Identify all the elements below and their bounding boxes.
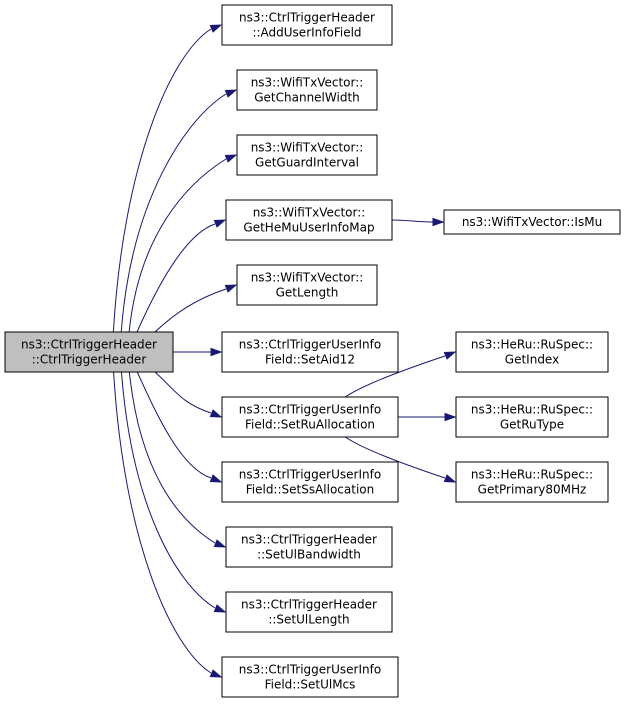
arrowhead-icon — [209, 669, 223, 678]
node-label-line: ns3::CtrlTriggerHeader — [239, 11, 375, 25]
arrowhead-icon — [213, 539, 227, 548]
node-box — [455, 331, 609, 373]
node-box — [221, 396, 399, 438]
edge-set-ru-allocation-to-get-primary-80mhz — [344, 436, 446, 479]
edge-root-to-set-ul-bandwidth — [128, 371, 216, 544]
arrowhead-icon — [209, 474, 223, 483]
node-layer: ns3::CtrlTriggerHeader::CtrlTriggerHeade… — [4, 4, 621, 698]
node-label-line: ::SetUlLength — [268, 613, 349, 627]
arrowhead-icon — [443, 474, 457, 483]
node-box — [443, 209, 621, 235]
node-is-mu[interactable]: ns3::WifiTxVector::IsMu — [443, 209, 621, 235]
node-box — [225, 591, 393, 633]
arrowhead-icon — [432, 217, 445, 227]
node-label-line: ns3::WifiTxVector:: — [251, 271, 364, 285]
node-get-index[interactable]: ns3::HeRu::RuSpec::GetIndex — [455, 331, 609, 373]
node-label-line: Field::SetUlMcs — [265, 678, 356, 692]
edge-root-to-set-ru-allocation — [154, 371, 212, 414]
node-box — [236, 134, 378, 176]
node-set-ul-length[interactable]: ns3::CtrlTriggerHeader::SetUlLength — [225, 591, 393, 633]
node-set-ss-allocation[interactable]: ns3::CtrlTriggerUserInfoField::SetSsAllo… — [221, 461, 399, 503]
arrowhead-icon — [224, 284, 238, 293]
node-label-line: Field::SetAid12 — [265, 353, 355, 367]
node-label-line: GetPrimary80MHz — [478, 483, 587, 497]
node-set-ru-allocation[interactable]: ns3::CtrlTriggerUserInfoField::SetRuAllo… — [221, 396, 399, 438]
node-label-line: GetGuardInterval — [255, 156, 359, 170]
edge-root-to-add-user-info-field — [112, 28, 212, 333]
arrowhead-icon — [224, 89, 238, 98]
node-label-line: ::CtrlTriggerHeader — [32, 353, 147, 367]
arrowhead-icon — [209, 409, 223, 418]
node-box — [225, 199, 393, 241]
node-box — [225, 526, 393, 568]
node-label-line: GetChannelWidth — [254, 91, 360, 105]
node-get-primary-80mhz[interactable]: ns3::HeRu::RuSpec::GetPrimary80MHz — [455, 461, 609, 503]
node-label-line: ns3::CtrlTriggerHeader — [241, 533, 377, 547]
node-box — [455, 461, 609, 503]
edge-set-ru-allocation-to-get-index — [344, 355, 446, 398]
node-label-line: ns3::CtrlTriggerUserInfo — [239, 338, 381, 352]
edge-root-to-get-he-mu-user-info-map — [136, 223, 216, 333]
node-label-line: ns3::WifiTxVector:: — [251, 76, 364, 90]
node-box — [221, 461, 399, 503]
node-box — [221, 4, 393, 46]
node-label-line: ns3::WifiTxVector::IsMu — [462, 215, 602, 229]
node-label-line: ns3::WifiTxVector:: — [251, 141, 364, 155]
arrowhead-icon — [210, 347, 223, 357]
node-get-length[interactable]: ns3::WifiTxVector::GetLength — [236, 264, 378, 306]
node-label-line: ns3::HeRu::RuSpec:: — [471, 403, 593, 417]
arrowhead-icon — [224, 154, 238, 163]
arrowhead-icon — [444, 412, 457, 422]
node-box — [221, 656, 399, 698]
node-label-line: ns3::CtrlTriggerUserInfo — [239, 468, 381, 482]
node-label-line: ns3::CtrlTriggerHeader — [21, 338, 157, 352]
edge-root-to-set-ss-allocation — [136, 371, 212, 479]
node-label-line: GetIndex — [505, 353, 559, 367]
arrowhead-icon — [213, 604, 227, 613]
node-get-ru-type[interactable]: ns3::HeRu::RuSpec::GetRuType — [455, 396, 609, 438]
node-label-line: GetRuType — [500, 418, 564, 432]
node-label-line: ns3::CtrlTriggerUserInfo — [239, 663, 381, 677]
node-add-user-info-field[interactable]: ns3::CtrlTriggerHeader::AddUserInfoField — [221, 4, 393, 46]
edge-root-to-set-ul-length — [120, 371, 216, 609]
node-set-ul-bandwidth[interactable]: ns3::CtrlTriggerHeader::SetUlBandwidth — [225, 526, 393, 568]
edge-root-to-get-guard-interval — [128, 158, 227, 333]
node-label-line: Field::SetSsAllocation — [246, 483, 375, 497]
node-label-line: ns3::HeRu::RuSpec:: — [471, 468, 593, 482]
node-box — [221, 331, 399, 373]
node-root[interactable]: ns3::CtrlTriggerHeader::CtrlTriggerHeade… — [4, 331, 174, 373]
node-get-guard-interval[interactable]: ns3::WifiTxVector::GetGuardInterval — [236, 134, 378, 176]
arrowhead-icon — [213, 219, 227, 228]
edge-root-to-get-length — [154, 288, 227, 333]
node-box — [236, 69, 378, 111]
node-label-line: GetHeMuUserInfoMap — [243, 221, 374, 235]
node-label-line: ns3::HeRu::RuSpec:: — [471, 338, 593, 352]
node-box — [4, 331, 174, 373]
arrowhead-icon — [209, 24, 223, 33]
node-box — [236, 264, 378, 306]
edge-root-to-get-channel-width — [120, 93, 227, 333]
node-label-line: ns3::WifiTxVector:: — [253, 206, 366, 220]
node-get-channel-width[interactable]: ns3::WifiTxVector::GetChannelWidth — [236, 69, 378, 111]
node-label-line: Field::SetRuAllocation — [245, 418, 375, 432]
node-label-line: ns3::CtrlTriggerUserInfo — [239, 403, 381, 417]
node-label-line: ns3::CtrlTriggerHeader — [241, 598, 377, 612]
arrowhead-icon — [443, 351, 457, 360]
node-label-line: ::SetUlBandwidth — [257, 548, 361, 562]
node-box — [455, 396, 609, 438]
node-label-line: ::AddUserInfoField — [252, 26, 361, 40]
edge-root-to-set-ul-mcs — [113, 371, 212, 674]
node-get-he-mu-user-info-map[interactable]: ns3::WifiTxVector::GetHeMuUserInfoMap — [225, 199, 393, 241]
edge-layer — [112, 24, 457, 678]
edge-get-he-mu-user-info-map-to-is-mu — [391, 219, 434, 223]
node-label-line: GetLength — [276, 286, 339, 300]
